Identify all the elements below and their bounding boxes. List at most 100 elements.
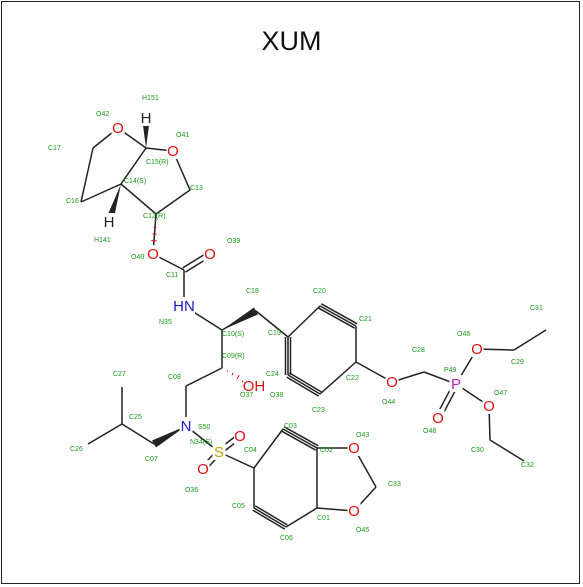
atom-label-C20: C20 — [313, 288, 326, 295]
bond-C18-C19 — [255, 310, 289, 338]
bond-C19-C20 — [287, 305, 321, 338]
atom-label-O39: O39 — [227, 238, 240, 245]
bond-C09-C08 — [185, 367, 223, 387]
atom-label-P49: P49 — [444, 367, 457, 374]
hashed-C09-O37-hash-3 — [236, 375, 240, 379]
atom-label-O47: O47 — [494, 390, 507, 397]
atom-symbol-O42: O — [112, 120, 124, 137]
bond-C23-C24 — [287, 374, 321, 395]
double-bond-C03-C02-b — [283, 426, 319, 447]
atom-label-C02: C02 — [320, 447, 333, 454]
bond-C14-C16 — [80, 183, 122, 203]
bond-C04-C03 — [253, 428, 284, 469]
atom-symbol-O44: O — [386, 374, 398, 391]
atom-label-O42: O42 — [96, 111, 109, 118]
atom-bg-O42 — [111, 119, 125, 136]
atom-symbol-H141: H — [104, 214, 115, 231]
atom-bg-N34 — [179, 417, 193, 434]
bond-C12-C14 — [120, 183, 157, 215]
atom-label-C04: C04 — [244, 447, 257, 454]
atom-bg-O44 — [385, 373, 399, 390]
atom-label-C33: C33 — [388, 481, 401, 488]
atom-bg-N35 — [173, 297, 195, 314]
atom-labels: O42H151O41C17C15(R)C14(S)C13C16C12(R)H14… — [48, 95, 543, 542]
atom-label-O36: O36 — [185, 487, 198, 494]
atom-symbol-N35: HN — [173, 298, 195, 315]
atom-label-S50: S50 — [198, 424, 211, 431]
atom-label-C24: C24 — [266, 371, 279, 378]
bond-C22-C23 — [319, 361, 357, 395]
atom-label-C16: C16 — [66, 198, 79, 205]
double-bond-C06-C05-b — [252, 509, 286, 530]
bond-C06-C05 — [253, 507, 287, 528]
atom-label-N34: N34(S) — [190, 439, 212, 446]
bond-C07-C25 — [121, 423, 155, 445]
atom-label-C28: C28 — [412, 347, 425, 354]
double-bond-C20-C21-a — [318, 307, 356, 329]
atom-symbol-S50: S — [214, 444, 224, 461]
atom-label-C21: C21 — [359, 316, 372, 323]
atom-label-C32: C32 — [521, 462, 534, 469]
atom-label-O43: O43 — [356, 432, 369, 439]
atom-label-C01: C01 — [317, 515, 330, 522]
bond-C01-C06 — [285, 507, 318, 528]
atom-label-O38: O38 — [270, 392, 283, 399]
atom-label-C19: C19 — [268, 330, 281, 337]
atom-label-O40: O40 — [131, 254, 144, 261]
atom-symbol-sulfonyl-oxygen: O — [234, 428, 246, 445]
atom-label-C18: C18 — [246, 288, 259, 295]
atom-label-C06: C06 — [280, 535, 293, 542]
atom-bg-O37 — [243, 377, 265, 394]
bond-C03-C02 — [282, 428, 318, 449]
atom-label-C09: C09(R) — [222, 353, 245, 360]
atom-symbol-P49: P — [451, 376, 461, 393]
hashed-C09-O37-hash-1 — [226, 370, 229, 372]
double-bond-C23-C24-a — [288, 372, 322, 393]
molecule-title: XUM — [261, 26, 322, 56]
atom-symbol-O41: O — [167, 143, 179, 160]
atom-label-C11: C11 — [166, 272, 178, 279]
atom-label-O45: O45 — [356, 527, 369, 534]
double-bond-C06-C05-a — [254, 505, 288, 526]
atom-bg-sulfonyl-oxygen — [234, 427, 246, 444]
bond-C29-C31 — [513, 329, 547, 351]
atom-bg-O41 — [166, 142, 180, 159]
double-bond-C20-C21-b — [320, 303, 358, 325]
atom-label-C05: C05 — [232, 503, 245, 510]
atom-symbol-O46: O — [471, 341, 483, 358]
atom-label-C26: C26 — [70, 446, 83, 453]
atom-bg-O36 — [196, 460, 210, 477]
atom-label-C13: C13 — [190, 185, 203, 192]
atom-label-C07: C07 — [145, 456, 158, 463]
atom-bg-H141 — [102, 213, 116, 230]
atom-symbol-O48: O — [432, 410, 444, 427]
bond-C16-C17 — [80, 147, 94, 203]
atom-bg-O47 — [482, 397, 496, 414]
bonds — [80, 118, 547, 530]
atom-symbol-O39: O — [204, 246, 216, 263]
atom-label-H151: H151 — [142, 95, 159, 102]
atom-bg-O43 — [347, 439, 361, 456]
atom-label-C10: C10(S) — [222, 331, 244, 338]
atom-label-O37: O37 — [240, 392, 253, 399]
double-bond-C23-C24-b — [286, 376, 320, 397]
atom-bg-H151 — [139, 109, 153, 126]
atom-symbol-N34: N — [181, 418, 192, 435]
atom-label-C15: C15(R) — [146, 159, 169, 166]
atom-bg-O48 — [431, 409, 445, 426]
atom-label-N35: N35 — [159, 319, 172, 326]
wedge-C10-C18 — [222, 307, 258, 330]
atom-label-C27: C27 — [113, 371, 126, 378]
atom-bg-O46 — [470, 340, 484, 357]
atom-label-O46: O46 — [457, 331, 470, 338]
atom-label-H141: H141 — [94, 237, 111, 244]
wedge-N34-C07 — [152, 426, 186, 448]
atom-symbol-O37: OH — [243, 378, 266, 395]
bond-C20-C21 — [319, 305, 357, 327]
atom-bg-O45 — [347, 502, 361, 519]
atom-label-C17: C17 — [48, 145, 61, 152]
atom-label-C30: C30 — [471, 447, 484, 454]
atom-symbol-O43: O — [348, 440, 360, 457]
